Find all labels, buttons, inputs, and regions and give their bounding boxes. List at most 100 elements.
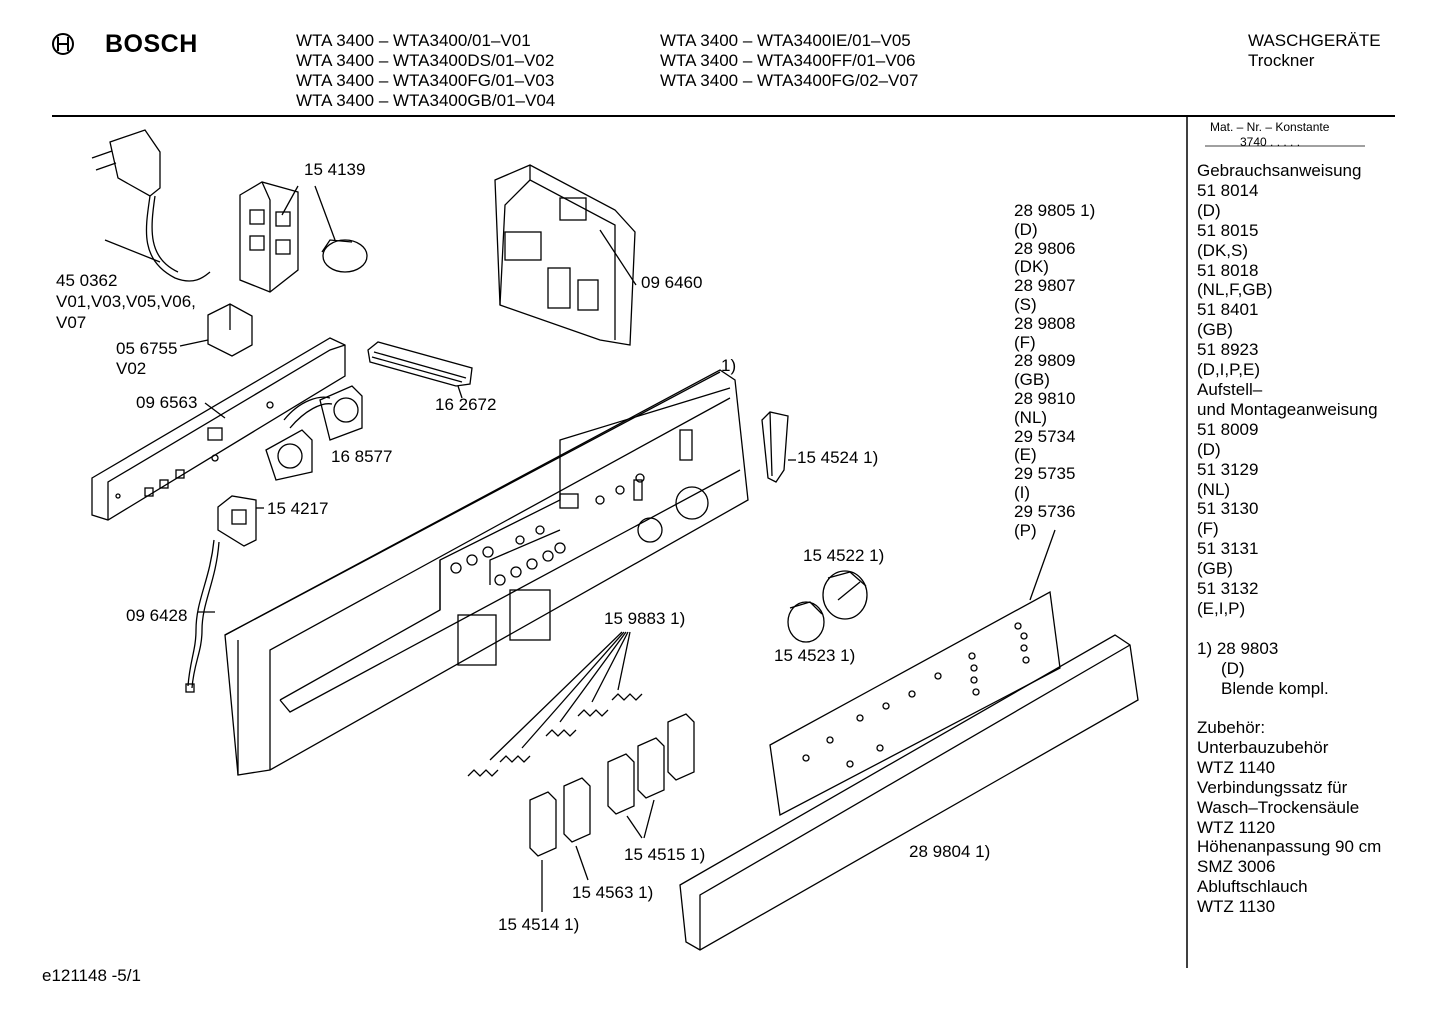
accessory-line: WTZ 1140 (1197, 757, 1276, 777)
doc-line: 51 8018 (1197, 260, 1259, 280)
part-label-1545631: 15 4563 1) (572, 883, 654, 902)
part-label-154217: 15 4217 (267, 499, 329, 518)
knobs-drawing (787, 570, 868, 643)
doc-line: Aufstell– (1197, 379, 1263, 399)
clip-drawing (761, 411, 796, 483)
documentation-list: Gebrauchsanweisung 51 8014 (D) 51 8015 (… (1197, 161, 1378, 619)
strip-line: (P) (1014, 520, 1037, 540)
model-line: WTA 3400 – WTA3400FF/01–V06 (660, 51, 916, 70)
doc-line: (D,I,P,E) (1197, 360, 1260, 380)
strip-line: 28 9808 (1014, 313, 1076, 333)
part-label-2898041: 28 9804 1) (909, 842, 991, 861)
doc-line: (DK,S) (1197, 240, 1248, 260)
strip-line: 29 5736 (1014, 501, 1076, 521)
doc-line: 51 8923 (1197, 340, 1259, 360)
footnote-region: (D) (1221, 659, 1245, 678)
accessory-line: WTZ 1130 (1197, 897, 1276, 917)
doc-line: (F) (1197, 519, 1219, 539)
strip-line: 28 9809 (1014, 351, 1076, 371)
part-label-096563: 09 6563 (136, 393, 198, 412)
accessory-line: Unterbauzubehör (1197, 737, 1329, 757)
category-title: WASCHGERÄTE (1248, 31, 1381, 50)
doc-line: 51 3129 (1197, 459, 1259, 479)
doc-line: (E,I,P) (1197, 598, 1246, 618)
doc-line: (GB) (1197, 559, 1233, 579)
strip-line: 28 9810 (1014, 388, 1076, 408)
part-label-panel-ref: 1) (721, 356, 737, 375)
strip-line: (D) (1014, 219, 1038, 239)
part-label-1545151: 15 4515 1) (624, 845, 706, 864)
accessory-line: Höhenanpassung 90 cm (1197, 837, 1382, 857)
part-label-162672: 16 2672 (435, 395, 497, 414)
strip-part-list: 28 9805 1) (D) 28 9806 (DK) 28 9807 (S) … (1014, 201, 1096, 540)
footnote-desc: Blende kompl. (1221, 679, 1329, 698)
accessory-line: Verbindungssatz für (1197, 777, 1348, 797)
part-label-096460: 09 6460 (641, 273, 703, 292)
part-variants2-450362: V07 (56, 313, 87, 332)
doc-line: (NL) (1197, 479, 1231, 499)
ribbon-cable-drawing (367, 341, 473, 399)
doc-line: und Montageanweisung (1197, 399, 1378, 419)
door-switch-drawing (217, 495, 264, 547)
strip-line: (DK) (1014, 257, 1049, 277)
strip-line: 29 5735 (1014, 464, 1076, 484)
part-label-1545141: 15 4514 1) (498, 915, 580, 934)
doc-line: (GB) (1197, 320, 1233, 340)
circuit-board-drawing (91, 337, 363, 521)
model-line: WTA 3400 – WTA3400IE/01–V05 (660, 31, 911, 50)
connector-drawing (179, 303, 253, 357)
part-label-1545231: 15 4523 1) (774, 646, 856, 665)
strip-line: (F) (1014, 332, 1036, 352)
accessory-line: Abluftschlauch (1197, 877, 1308, 897)
doc-line: 51 8401 (1197, 300, 1259, 320)
strip-line: 28 9806 (1014, 238, 1076, 258)
part-label-056755: 05 6755 (116, 339, 178, 358)
accessories-list: Zubehör: Unterbauzubehör WTZ 1140 Verbin… (1197, 718, 1381, 917)
part-label-154139: 15 4139 (304, 160, 366, 179)
part-label-1545221: 15 4522 1) (803, 546, 885, 565)
brand-name: BOSCH (105, 30, 198, 58)
strip-line: 28 9807 (1014, 276, 1076, 296)
model-line: WTA 3400 – WTA3400GB/01–V04 (296, 91, 556, 110)
label-strip-drawing (769, 529, 1061, 817)
doc-line: (D) (1197, 439, 1221, 459)
doc-line: 51 3131 (1197, 539, 1259, 559)
doc-line: 51 8015 (1197, 220, 1259, 240)
model-line: WTA 3400 – WTA3400/01–V01 (296, 31, 531, 50)
mat-number-value: 3740 . . . . . (1240, 135, 1301, 149)
bosch-logo-icon (52, 33, 74, 55)
doc-line: (D) (1197, 200, 1221, 220)
control-module-drawing (494, 164, 637, 346)
doc-line: Gebrauchsanweisung (1197, 161, 1362, 180)
model-line: WTA 3400 – WTA3400DS/01–V02 (296, 51, 555, 70)
model-line: WTA 3400 – WTA3400FG/01–V03 (296, 71, 555, 90)
strip-line: 28 9805 1) (1014, 201, 1096, 220)
springs-drawing (467, 631, 643, 777)
part-label-1598831: 15 9883 1) (604, 609, 686, 628)
doc-line: 51 3132 (1197, 579, 1259, 599)
accessory-line: Wasch–Trockensäule (1197, 797, 1360, 817)
part-label-168577: 16 8577 (331, 447, 393, 466)
buttons-drawing (529, 713, 695, 912)
drawing-id: e121148 -5/1 (42, 966, 141, 985)
power-cable-drawing (91, 129, 211, 282)
doc-line: (NL,F,GB) (1197, 280, 1273, 300)
doc-line: 51 3130 (1197, 499, 1259, 519)
category-subtitle: Trockner (1248, 51, 1315, 70)
part-variant-056755: V02 (116, 359, 147, 378)
doc-line: 51 8009 (1197, 419, 1259, 439)
strip-line: (S) (1014, 294, 1037, 314)
panel-trim-drawing (679, 634, 1139, 951)
strip-line: (GB) (1014, 370, 1050, 390)
front-panel-drawing (224, 369, 749, 776)
footnote-number: 1) 28 9803 (1197, 639, 1279, 658)
strip-line: 29 5734 (1014, 426, 1076, 446)
strip-line: (NL) (1014, 407, 1048, 427)
category-block: WASCHGERÄTE Trockner (1248, 31, 1381, 71)
accessory-line: Zubehör: (1197, 718, 1266, 737)
part-label-1545241: 15 4524 1) (797, 448, 879, 467)
accessory-line: WTZ 1120 (1197, 817, 1276, 837)
part-variants-450362: V01,V03,V05,V06, (56, 292, 196, 311)
part-label-450362: 45 0362 (56, 271, 118, 290)
